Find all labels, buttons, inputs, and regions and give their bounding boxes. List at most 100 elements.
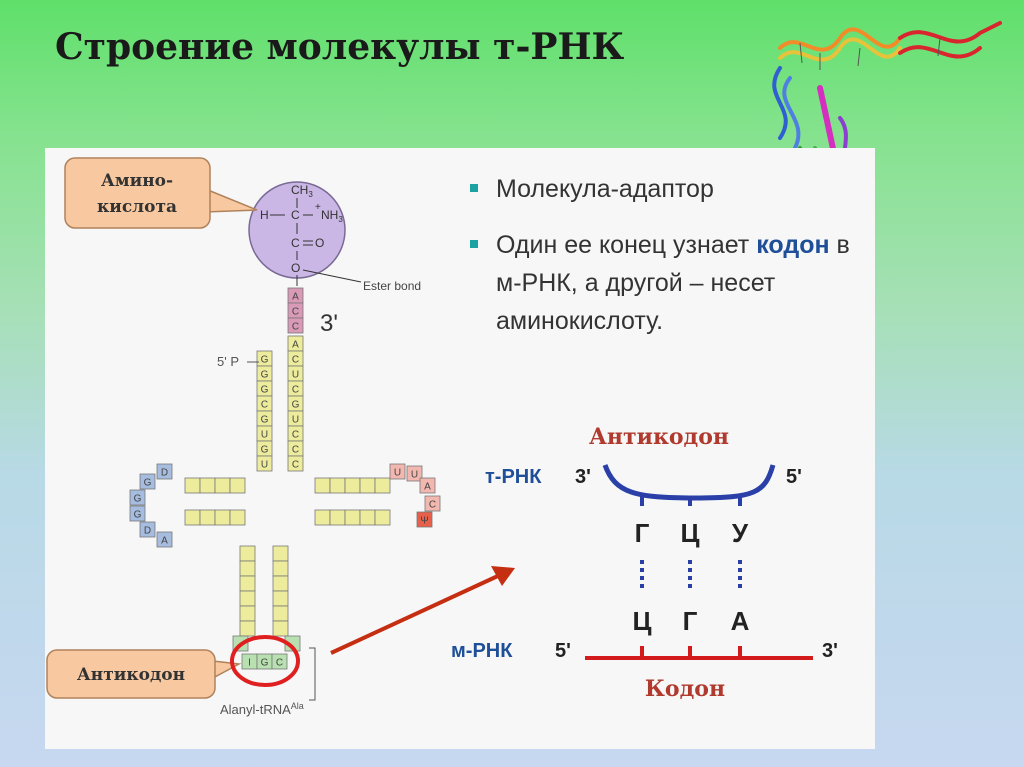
- anticodon-stem-nucleotide: [272, 560, 289, 577]
- bullet-item: Молекула-адаптор: [470, 170, 870, 208]
- t-loop-nucleotide: U: [406, 465, 423, 482]
- amino-plus: +: [315, 202, 321, 213]
- svg-text:C: C: [292, 355, 299, 366]
- anticodon-stem-nucleotide: [239, 560, 256, 577]
- anticodon-stem-nucleotide: [272, 545, 289, 562]
- acceptor-nucleotide: G: [256, 350, 273, 367]
- tpsi-arm-nucleotide: [374, 477, 391, 494]
- svg-text:A: A: [292, 292, 299, 303]
- codon-letter: Ц: [633, 606, 652, 636]
- svg-text:G: G: [261, 445, 269, 456]
- svg-text:U: U: [411, 470, 418, 481]
- svg-text:C: C: [292, 385, 299, 396]
- anticodon-stem-nucleotide: [272, 590, 289, 607]
- trna-5-prime: 5': [786, 466, 802, 488]
- svg-text:C: C: [292, 430, 299, 441]
- trna-3-prime: 3': [575, 466, 591, 488]
- bullet-marker: [470, 184, 478, 192]
- svg-text:D: D: [161, 468, 168, 479]
- codon-title: Кодон: [645, 676, 725, 702]
- anticodon-nucleotide: I: [241, 653, 258, 670]
- d-arm-nucleotide: [229, 509, 246, 526]
- d-arm-nucleotide: [229, 477, 246, 494]
- d-loop-nucleotide: G: [139, 473, 156, 490]
- d-arm-nucleotide: [199, 509, 216, 526]
- svg-text:U: U: [292, 370, 299, 381]
- t-loop-nucleotide: A: [419, 477, 436, 494]
- svg-text:C: C: [276, 658, 283, 669]
- svg-text:Антикодон: Антикодон: [77, 665, 185, 685]
- acceptor-nucleotide: C: [287, 350, 304, 367]
- svg-text:Амино-: Амино-: [101, 171, 173, 191]
- five-prime-label: 5' P: [217, 354, 239, 369]
- svg-text:G: G: [261, 385, 269, 396]
- acceptor-nucleotide: U: [287, 365, 304, 382]
- acceptor-nucleotide: G: [256, 440, 273, 457]
- anticodon-highlight-ring: [230, 635, 300, 687]
- ester-bond-leader: [302, 269, 362, 283]
- svg-text:Ψ: Ψ: [420, 516, 428, 527]
- anticodon-stem-nucleotide: [239, 590, 256, 607]
- svg-text:C: C: [292, 445, 299, 456]
- svg-text:U: U: [261, 430, 268, 441]
- d-arm-nucleotide: [199, 477, 216, 494]
- t-loop-nucleotide: C: [424, 495, 441, 512]
- mrna-5-prime: 5': [555, 640, 571, 662]
- svg-text:U: U: [292, 415, 299, 426]
- amino-c: C: [291, 208, 300, 222]
- tpsi-arm-nucleotide: [359, 477, 376, 494]
- svg-text:G: G: [144, 478, 152, 489]
- tpsi-arm-nucleotide: [344, 509, 361, 526]
- anticodon-nucleotide: G: [256, 653, 273, 670]
- amino-ch3: CH3: [291, 183, 313, 199]
- svg-text:G: G: [134, 494, 142, 505]
- anticodon-stem-nucleotide: [272, 575, 289, 592]
- svg-text:C: C: [429, 500, 436, 511]
- tpsi-arm-nucleotide: [344, 477, 361, 494]
- anticodon-stem-nucleotide: [272, 620, 289, 637]
- bullet-highlight: кодон: [756, 231, 830, 259]
- acceptor-nucleotide: G: [256, 365, 273, 382]
- pointer-arrow: [330, 573, 501, 655]
- svg-text:C: C: [292, 322, 299, 333]
- slide-title: Строение молекулы т-РНК: [55, 26, 625, 68]
- svg-text:C: C: [261, 400, 268, 411]
- anticodon-letter: Г: [635, 518, 650, 548]
- acceptor-nucleotide: G: [256, 410, 273, 427]
- codon-letter: Г: [683, 606, 698, 636]
- anticodon-stem-nucleotide: [239, 620, 256, 637]
- acceptor-nucleotide: G: [256, 380, 273, 397]
- acc-end-nucleotide: C: [287, 302, 304, 319]
- svg-text:G: G: [261, 658, 269, 669]
- amino-o-double: O: [315, 236, 324, 250]
- acceptor-nucleotide: U: [287, 410, 304, 427]
- tpsi-arm-nucleotide: [329, 477, 346, 494]
- pointer-arrowhead: [491, 566, 515, 586]
- d-arm-nucleotide: [214, 509, 231, 526]
- svg-text:G: G: [261, 415, 269, 426]
- svg-text:A: A: [292, 340, 299, 351]
- svg-text:D: D: [144, 526, 151, 537]
- trna-strand: [602, 464, 776, 501]
- tpsi-arm-nucleotide: [359, 509, 376, 526]
- t-loop-nucleotide: U: [389, 463, 406, 480]
- acceptor-nucleotide: C: [287, 425, 304, 442]
- d-loop-nucleotide: G: [129, 505, 146, 522]
- bullet-post: в м-РНК, а другой – несет аминокислоту.: [496, 231, 850, 335]
- anticodon-letter: У: [732, 518, 749, 548]
- trna-label: т-РНК: [485, 466, 542, 488]
- acceptor-nucleotide: A: [287, 335, 304, 352]
- acc-end-nucleotide: A: [287, 287, 304, 304]
- acceptor-nucleotide: C: [287, 455, 304, 472]
- amino-nh3: NH3: [321, 208, 343, 224]
- bullet-marker: [470, 240, 478, 248]
- svg-text:I: I: [248, 658, 251, 669]
- acc-end-nucleotide: C: [287, 317, 304, 334]
- d-loop-nucleotide: D: [156, 463, 173, 480]
- svg-text:G: G: [261, 355, 269, 366]
- acceptor-nucleotide: U: [256, 425, 273, 442]
- codon-letter: А: [731, 606, 750, 636]
